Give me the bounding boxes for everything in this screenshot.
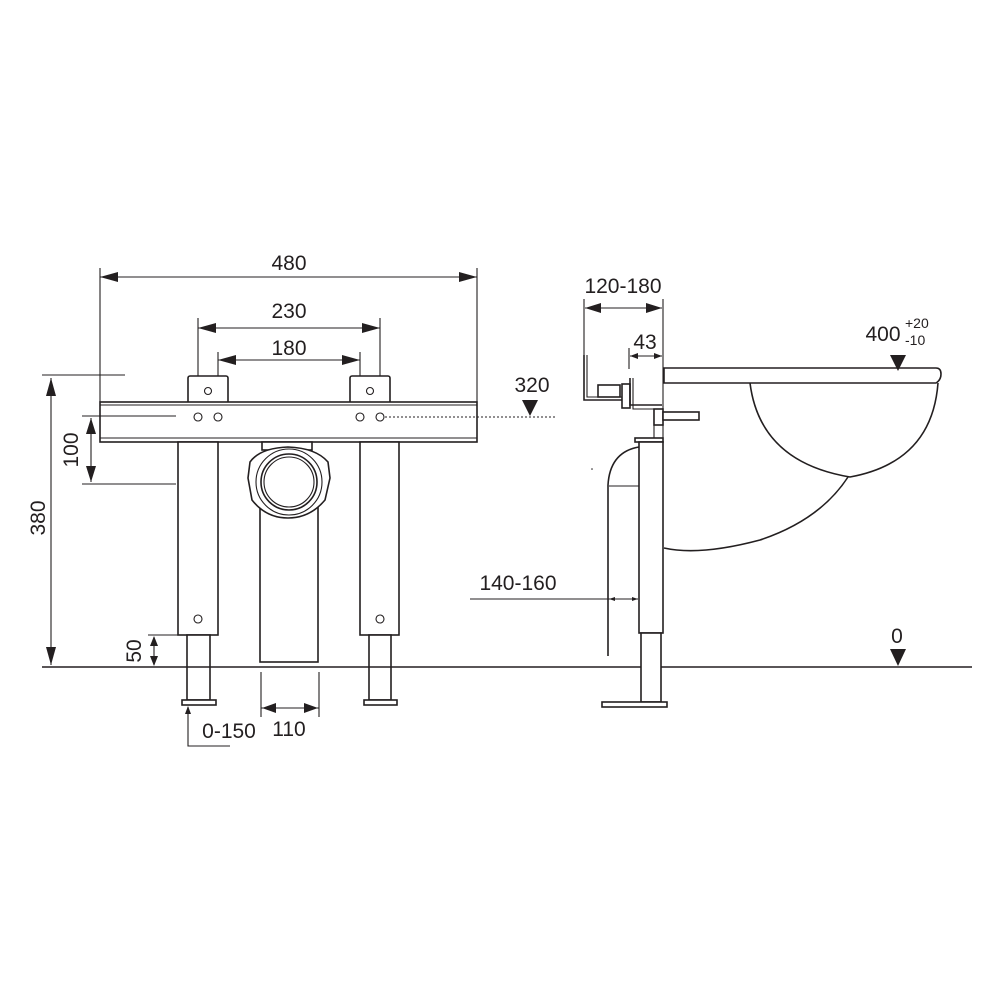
dim-320-label: 320 xyxy=(514,374,549,397)
dim-120-180: 120-180 xyxy=(583,275,664,440)
side-foot xyxy=(601,701,668,708)
dim-0-150-label: 0-150 xyxy=(202,720,256,743)
frame-post xyxy=(638,441,664,634)
dim-100-label: 100 xyxy=(60,432,83,467)
dim-230-label: 230 xyxy=(271,300,306,323)
dim-400-tol-plus: +20 xyxy=(905,315,929,331)
dim-320: 320 xyxy=(385,374,556,418)
dim-110-label: 110 xyxy=(272,718,305,741)
dim-100: 100 xyxy=(60,415,176,485)
supply-pipe xyxy=(662,411,700,421)
dim-380-label: 380 xyxy=(27,500,50,535)
dim-400: 400 +20 -10 xyxy=(865,315,929,371)
dim-43: 43 xyxy=(628,331,662,369)
drain-elbow xyxy=(247,441,331,663)
dim-0-150: 0-150 xyxy=(185,706,256,747)
floor-level-marker: 0 xyxy=(890,625,906,666)
wall-bracket xyxy=(583,355,700,443)
dim-480-label: 480 xyxy=(271,252,306,275)
side-view: 120-180 43 xyxy=(470,275,942,708)
mounting-rail xyxy=(99,401,478,443)
dim-400-label: 400 xyxy=(865,323,900,346)
left-foot xyxy=(181,699,217,706)
dim-120-180-label: 120-180 xyxy=(584,275,661,298)
dim-380: 380 xyxy=(27,374,125,665)
dim-140-160-label: 140-160 xyxy=(479,572,556,595)
front-view: 480 230 180 xyxy=(27,252,556,747)
right-leg xyxy=(359,441,400,636)
left-leg xyxy=(177,441,219,636)
right-foot xyxy=(363,699,398,706)
dim-480: 480 xyxy=(99,252,478,402)
dim-43-label: 43 xyxy=(633,331,656,354)
dim-180: 180 xyxy=(217,337,361,408)
dim-140-160: 140-160 xyxy=(470,572,638,601)
dim-50-label: 50 xyxy=(123,639,146,662)
basin xyxy=(663,367,942,552)
dim-50: 50 xyxy=(123,634,178,666)
dim-110: 110 xyxy=(260,672,320,741)
floor-level-label: 0 xyxy=(891,625,903,648)
dim-230: 230 xyxy=(197,300,381,408)
dim-180-label: 180 xyxy=(271,337,306,360)
drain-pipe-side xyxy=(591,446,640,656)
dim-400-tol-minus: -10 xyxy=(905,332,925,348)
